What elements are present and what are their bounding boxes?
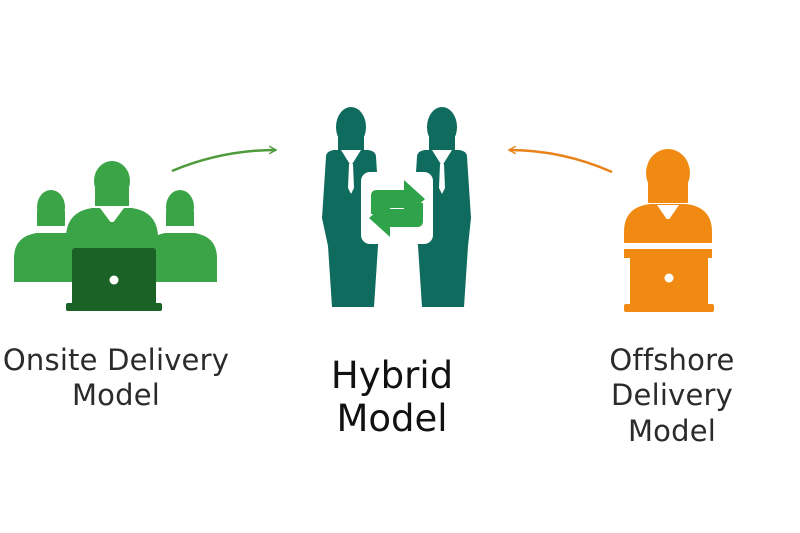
left-tie	[348, 164, 354, 194]
center-tie	[109, 222, 115, 252]
offshore-to-hybrid-arrow	[509, 150, 613, 174]
offshore-collar	[657, 205, 679, 221]
onsite-label-line-1: Onsite Delivery	[2, 343, 230, 377]
left-arrow-icon	[369, 199, 423, 237]
offshore-laptop-icon	[622, 243, 714, 312]
hybrid-label-line-1: Hybrid	[330, 354, 454, 397]
right-collar	[432, 150, 452, 166]
offshore-delivery-model-label: Offshore Delivery Model	[544, 343, 800, 449]
group-with-laptop-icon	[14, 161, 217, 311]
onsite-label-line-2: Model	[71, 378, 161, 413]
hybrid-label-line-2: Model	[336, 397, 448, 441]
left-collar	[341, 150, 361, 166]
center-collar	[100, 208, 124, 224]
two-businessmen-with-exchange-arrows-icon	[322, 107, 471, 307]
hybrid-model-label: Hybrid Model	[292, 354, 492, 441]
exchange-arrows-icon	[361, 172, 433, 244]
onsite-to-hybrid-arrow	[171, 150, 276, 173]
person-with-laptop-icon	[622, 149, 714, 312]
right-person-icon	[143, 190, 217, 282]
onsite-delivery-model-label: Onsite Delivery Model	[0, 343, 232, 414]
right-tie	[439, 164, 445, 194]
onsite-laptop-icon	[66, 248, 162, 311]
offshore-tie	[665, 219, 671, 246]
offshore-label-line-2: Model	[627, 413, 717, 448]
offshore-label-line-1: Offshore Delivery	[609, 343, 735, 413]
